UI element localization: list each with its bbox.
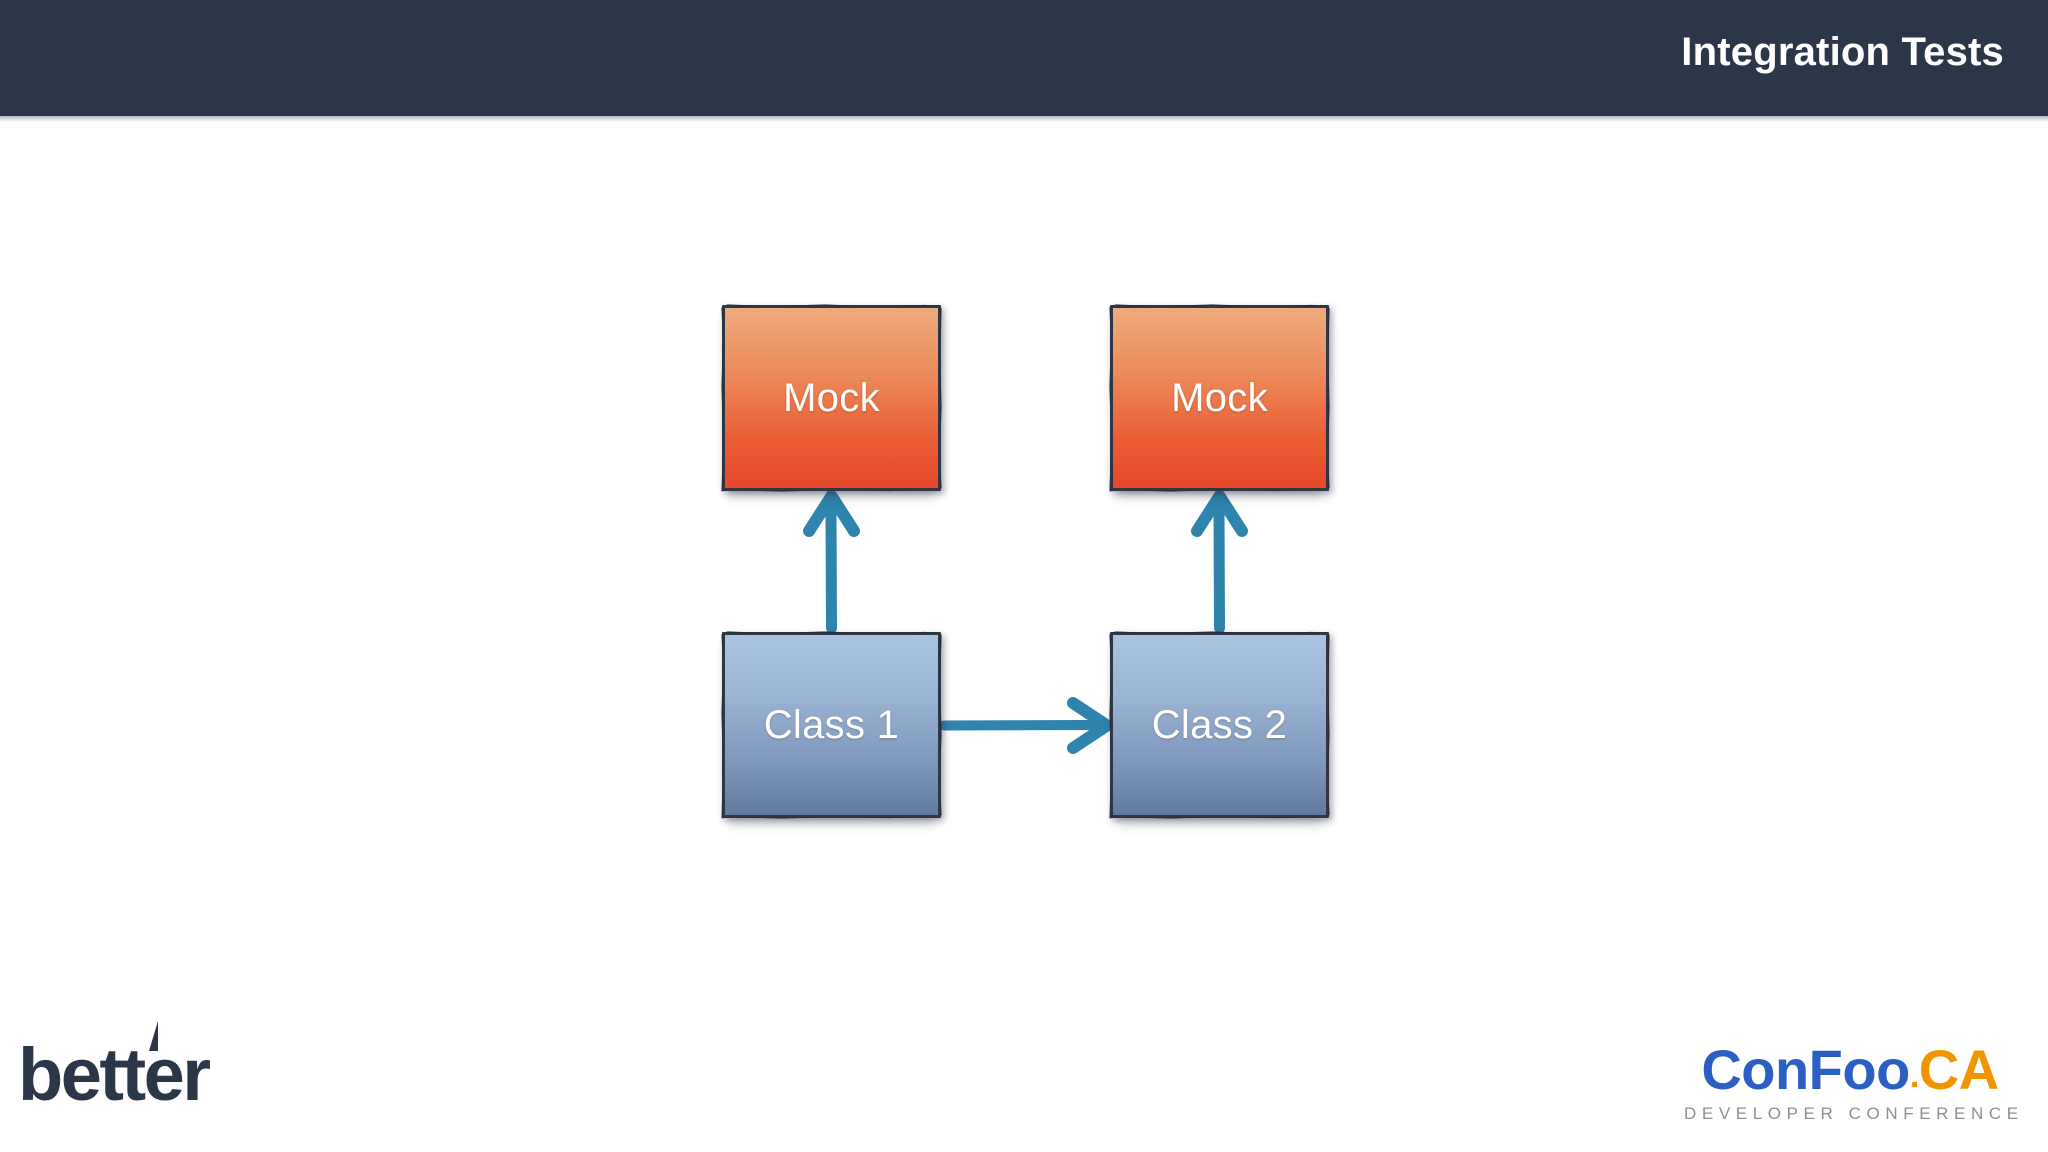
slide-title: Integration Tests — [1681, 30, 2004, 74]
arrow-class1-to-mock1 — [803, 490, 860, 634]
confoo-name-suffix: CA — [1918, 1038, 1999, 1101]
slide-header-bar — [0, 0, 2048, 116]
confoo-name-primary: ConFoo — [1701, 1038, 1910, 1101]
diagram-node-class-2[interactable]: Class 2 — [1110, 632, 1329, 818]
confoo-dot-separator: . — [1909, 1057, 1919, 1095]
better-logo-accent-mark — [149, 1021, 158, 1051]
confoo-tagline: DEVELOPER CONFERENCE — [1684, 1104, 2024, 1123]
node-label: Class 1 — [763, 702, 900, 747]
confoo-conference-logo: ConFoo.CA DEVELOPER CONFERENCE — [1684, 1042, 2024, 1124]
arrow-class1-to-class2 — [939, 697, 1113, 754]
header-shadow-divider — [0, 116, 2048, 122]
node-label: Class 2 — [1151, 702, 1288, 747]
node-label: Mock — [783, 375, 880, 420]
diagram-canvas: Mock Mock Class 1 Class 2 — [0, 116, 2048, 1016]
confoo-logo-wordmark: ConFoo.CA — [1684, 1042, 2016, 1098]
diagram-node-mock-2[interactable]: Mock — [1110, 305, 1329, 491]
node-label: Mock — [1171, 375, 1268, 420]
arrow-class2-to-mock2 — [1191, 490, 1248, 634]
diagram-node-class-1[interactable]: Class 1 — [722, 632, 941, 818]
diagram-arrow-layer — [803, 490, 1248, 754]
better-brand-logo-text: better — [18, 1033, 211, 1116]
diagram-node-mock-1[interactable]: Mock — [722, 305, 941, 491]
better-brand-logo: better — [18, 1021, 211, 1112]
